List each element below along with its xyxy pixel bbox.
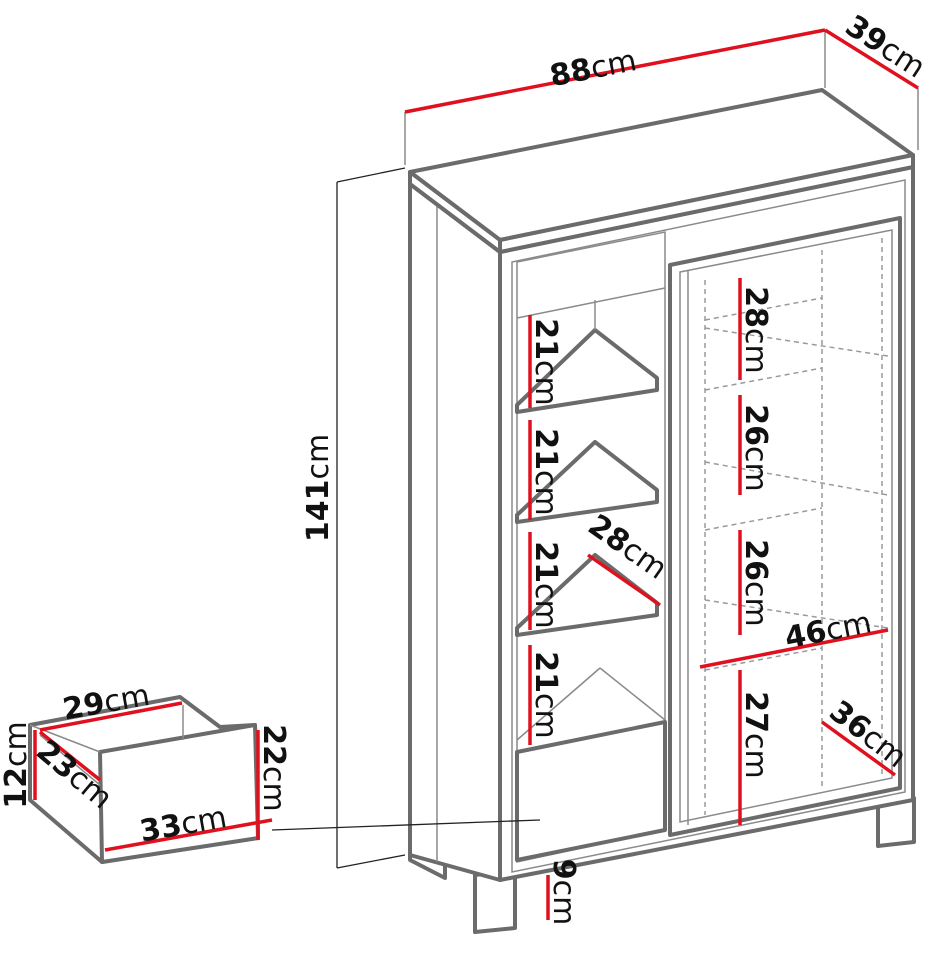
right-shelf-label: 26cm [738, 539, 773, 626]
shelf [515, 440, 659, 524]
drawer-inner-width-label: 29cm [60, 678, 152, 728]
leg-height-label: 9cm [546, 859, 581, 926]
drawer-front [515, 720, 667, 862]
cabinet-drawing [408, 88, 916, 934]
leader-line [271, 819, 541, 831]
left-shelf-label: 21cm [528, 318, 563, 405]
dimension-labels: 88cm 39cm 141cm 21cm 21cm 21cm 21cm 28cm… [0, 9, 931, 926]
left-shelf-label: 21cm [528, 651, 563, 738]
right-shelf-label: 27cm [738, 691, 773, 778]
drawer-front-width-label: 33cm [137, 800, 229, 850]
left-shelf-label: 21cm [528, 541, 563, 628]
dimension-lines [33, 28, 919, 920]
right-width-label: 46cm [782, 605, 875, 656]
left-shelf-label: 21cm [528, 428, 563, 515]
shelf [515, 553, 659, 637]
drawer-front-height-label: 22cm [256, 724, 291, 811]
shelf [515, 328, 659, 414]
side-panel [408, 182, 502, 882]
right-shelf-label: 28cm [738, 286, 773, 373]
drawer-side-height-label: 12cm [0, 721, 34, 808]
height-label: 141cm [301, 434, 336, 542]
right-shelf-label: 26cm [738, 404, 773, 491]
drawer-drawing [28, 695, 541, 864]
width-label: 88cm [547, 43, 640, 94]
glass-door [668, 216, 902, 837]
